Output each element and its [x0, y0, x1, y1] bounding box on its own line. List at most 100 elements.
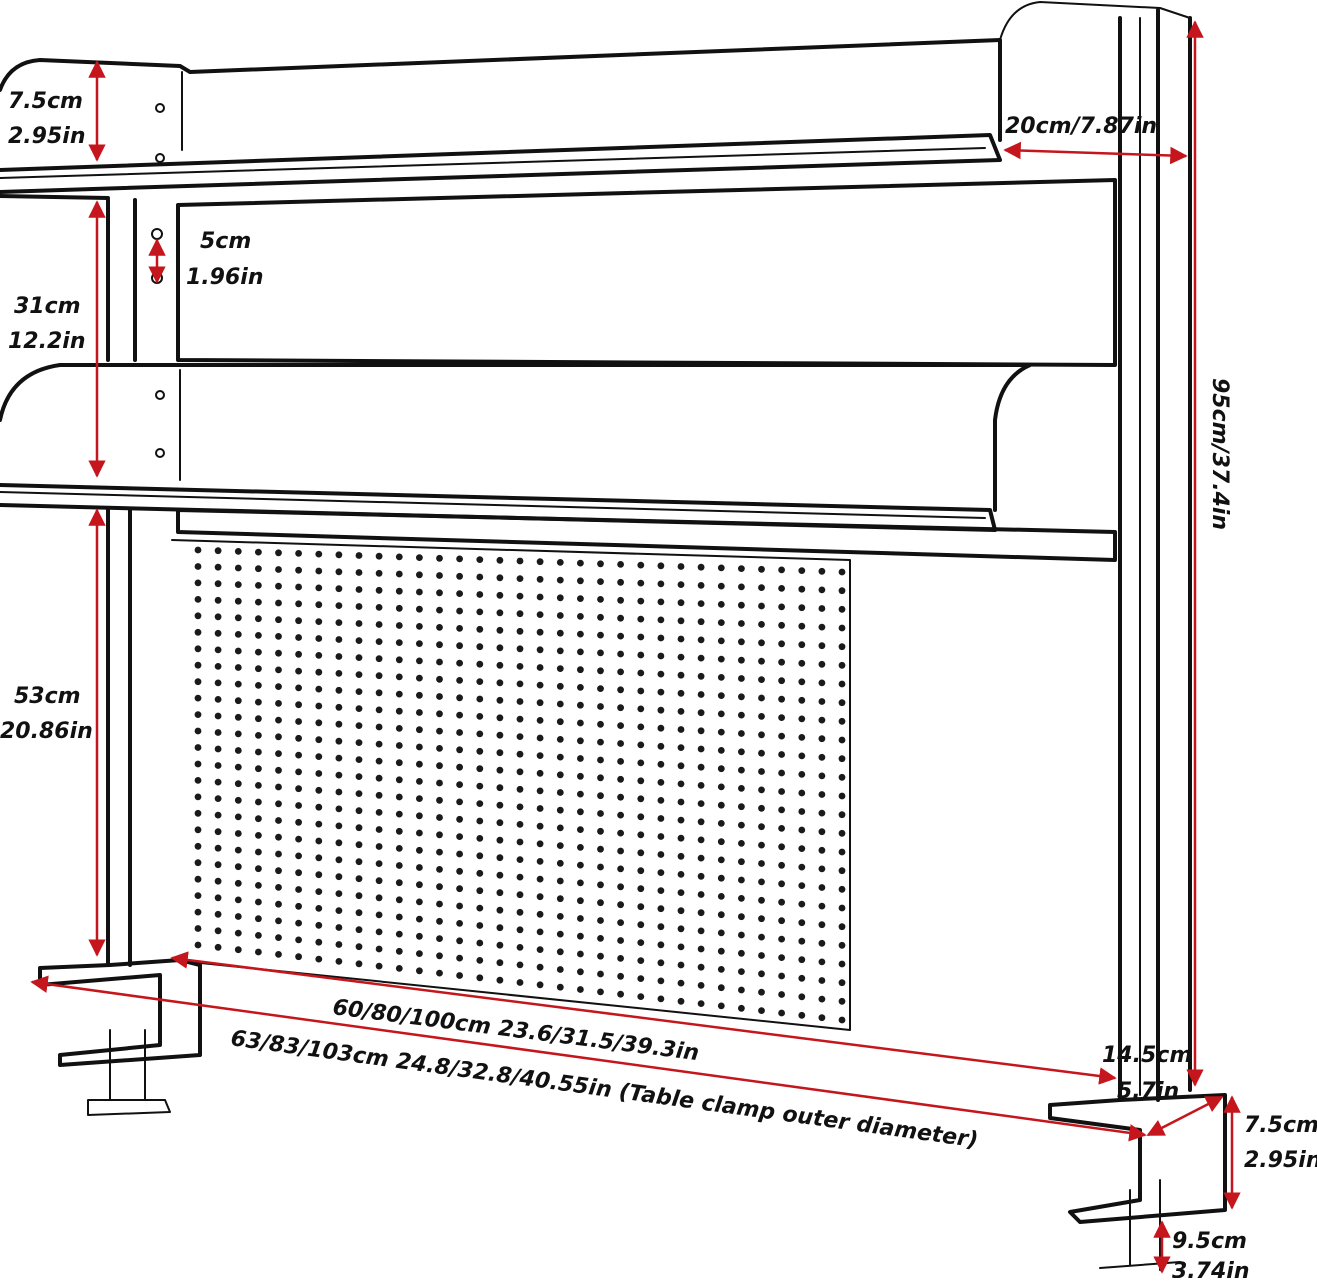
peg-hole	[335, 805, 343, 813]
peg-hole	[597, 667, 604, 675]
peg-hole	[416, 640, 423, 647]
peg-hole	[577, 986, 584, 993]
peg-hole	[375, 723, 383, 731]
peg-hole	[597, 720, 604, 728]
shelf-structure	[0, 1, 1227, 1271]
peg-hole	[275, 934, 282, 941]
peg-hole	[577, 844, 584, 851]
peg-hole	[617, 596, 624, 604]
peg-hole	[295, 919, 302, 927]
peg-hole	[738, 656, 745, 664]
peg-hole	[355, 756, 363, 763]
peg-hole	[516, 663, 524, 670]
peg-hole	[295, 902, 302, 910]
peg-hole	[657, 905, 665, 913]
peg-hole	[194, 859, 202, 867]
peg-hole	[516, 680, 524, 688]
peg-hole	[476, 765, 484, 773]
peg-hole	[838, 904, 846, 912]
peg-hole	[436, 952, 443, 960]
peg-hole	[234, 664, 242, 671]
peg-hole	[697, 691, 705, 698]
label-clamp-depth-cm: 14.5cm	[1102, 1043, 1192, 1068]
peg-hole	[516, 785, 524, 793]
peg-hole	[214, 927, 222, 935]
peg-hole	[194, 694, 202, 702]
peg-hole	[214, 679, 222, 687]
peg-hole	[275, 649, 282, 657]
peg-hole	[798, 900, 806, 908]
peg-hole	[778, 843, 785, 851]
peg-hole	[436, 900, 443, 908]
peg-hole	[315, 938, 323, 946]
peg-hole	[818, 865, 826, 873]
peg-hole	[556, 895, 564, 903]
peg-hole	[275, 884, 282, 891]
peg-hole	[677, 780, 685, 788]
peg-hole	[738, 730, 745, 737]
peg-hole	[214, 729, 222, 736]
peg-hole	[214, 580, 222, 588]
peg-hole	[838, 1016, 846, 1024]
peg-hole	[818, 605, 826, 612]
peg-hole	[657, 959, 665, 967]
peg-hole	[697, 872, 705, 880]
peg-hole	[375, 774, 383, 782]
peg-hole	[375, 791, 383, 799]
peg-hole	[778, 806, 785, 814]
label-hole-spacing-in: 1.96in	[186, 265, 263, 290]
peg-hole	[697, 927, 705, 935]
peg-hole	[536, 734, 544, 742]
peg-hole	[637, 885, 645, 893]
peg-hole	[838, 699, 846, 707]
peg-hole	[375, 757, 383, 765]
peg-hole	[355, 773, 363, 780]
peg-hole	[617, 722, 624, 729]
peg-hole	[536, 769, 544, 777]
peg-hole	[597, 988, 604, 996]
peg-hole	[717, 747, 725, 754]
peg-hole	[214, 894, 222, 902]
peg-hole	[738, 876, 745, 884]
peg-hole	[496, 714, 504, 722]
peg-hole	[416, 950, 423, 957]
pegboard-outline	[171, 539, 851, 1031]
peg-hole	[416, 967, 423, 975]
peg-hole	[395, 725, 403, 732]
peg-hole	[214, 844, 222, 852]
peg-hole	[838, 867, 846, 875]
peg-hole	[697, 636, 705, 644]
peg-hole	[416, 760, 423, 768]
peg-hole	[496, 924, 504, 932]
peg-hole	[375, 945, 383, 953]
peg-hole	[556, 559, 564, 566]
peg-hole	[436, 866, 443, 873]
peg-hole	[335, 941, 343, 948]
peg-hole	[456, 763, 463, 771]
peg-hole	[255, 698, 262, 706]
peg-hole	[657, 742, 665, 750]
peg-hole	[738, 931, 745, 939]
peg-hole	[617, 865, 624, 873]
peg-hole	[375, 911, 383, 919]
peg-hole	[476, 556, 484, 563]
peg-hole	[496, 661, 504, 669]
peg-hole	[395, 947, 403, 955]
peg-hole	[778, 769, 785, 777]
peg-hole	[295, 634, 302, 641]
peg-hole	[697, 745, 705, 753]
peg-hole	[255, 665, 262, 673]
peg-hole	[194, 579, 202, 587]
peg-hole	[456, 625, 463, 632]
peg-hole	[758, 621, 765, 628]
peg-hole	[637, 777, 645, 785]
peg-hole	[476, 747, 484, 755]
peg-hole	[697, 782, 705, 789]
peg-hole	[597, 774, 604, 782]
peg-hole	[738, 748, 745, 756]
peg-hole	[395, 622, 403, 629]
peg-hole	[758, 602, 765, 610]
peg-hole	[717, 893, 725, 900]
peg-hole	[778, 714, 785, 721]
peg-hole	[798, 974, 806, 982]
